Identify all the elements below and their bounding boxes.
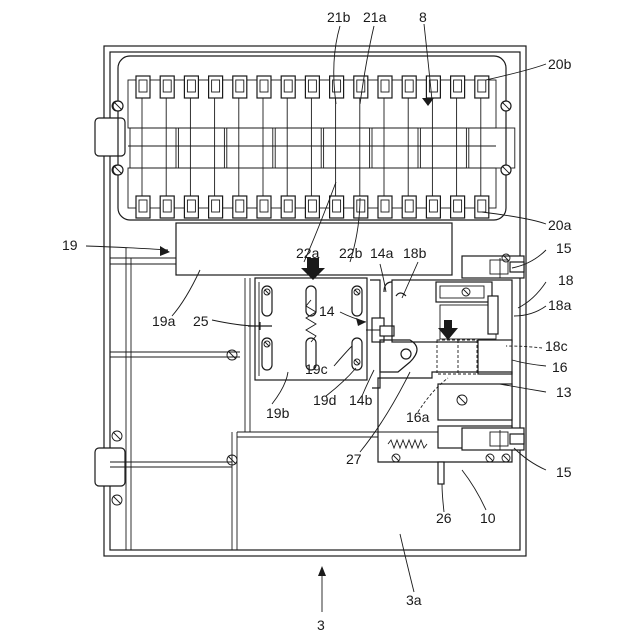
label-18b: 18b [403,245,427,261]
label-22b: 22b [339,245,363,261]
fin-middle-plate [372,128,418,168]
fin-bottom [402,196,416,218]
label-8: 8 [419,9,427,25]
label-19d: 19d [313,392,336,408]
label-27: 27 [346,451,362,467]
fin-top [184,76,198,98]
label-3a: 3a [406,592,422,608]
fin-bottom [305,196,319,218]
fin-top [330,76,344,98]
fin-top [451,76,465,98]
fin-bottom [451,196,465,218]
connector-15-top [462,254,524,278]
fin-bottom [184,196,198,218]
fin-bottom [426,196,440,218]
label-26: 26 [436,510,452,526]
fin-bottom [209,196,223,218]
label-22a: 22a [296,245,320,261]
label-3: 3 [317,617,325,633]
fin-top [378,76,392,98]
label-21a: 21a [363,9,387,25]
fin-middle-plate [469,128,515,168]
fin-top [160,76,174,98]
pin-26 [438,462,444,484]
fin-top [475,76,489,98]
arrow-18a [438,320,458,340]
connector-15-bottom [462,428,524,462]
fin-top [305,76,319,98]
fin-bottom [160,196,174,218]
label-20b: 20b [548,56,572,72]
fin-bottom [378,196,392,218]
label-14a: 14a [370,245,394,261]
heat-sink-screws [113,101,511,175]
fin-middle-plate [178,128,224,168]
label-18c: 18c [545,338,568,354]
fin-bottom [475,196,489,218]
fin-top [281,76,295,98]
fin-top [354,76,368,98]
label-14: 14 [319,303,335,319]
fin-bottom [136,196,150,218]
label-19b: 19b [266,405,290,421]
fin-middle-plate [275,128,321,168]
label-20a: 20a [548,217,572,233]
fin-row-top [136,76,489,98]
label-10: 10 [480,510,496,526]
label-13: 13 [556,384,572,400]
label-19: 19 [62,237,78,253]
label-16: 16 [552,359,568,375]
fin-bottom [330,196,344,218]
label-19c: 19c [305,361,328,377]
label-18: 18 [558,272,574,288]
label-25: 25 [193,313,209,329]
fin-bottom [281,196,295,218]
lever-16 [380,340,417,372]
fin-middle-plate [130,128,176,168]
fin-middle-plate [227,128,273,168]
fin-bottom [354,196,368,218]
fin-middle-plate [324,128,370,168]
fin-top [209,76,223,98]
label-15-bottom: 15 [556,464,572,480]
spring-27 [388,440,427,448]
fin-top [426,76,440,98]
label-21b: 21b [327,9,351,25]
label-14b: 14b [349,392,373,408]
fin-row-middle [130,98,515,196]
label-15-top: 15 [556,240,572,256]
label-18a: 18a [548,297,572,313]
fin-row-bottom [136,196,489,218]
fin-top [257,76,271,98]
fin-bottom [257,196,271,218]
relay-18c-dashed [437,340,512,374]
label-16a: 16a [406,409,430,425]
fin-top [136,76,150,98]
label-19a: 19a [152,313,176,329]
fin-middle-plate [420,128,466,168]
fin-bottom [233,196,247,218]
fin-top [233,76,247,98]
fin-top [402,76,416,98]
